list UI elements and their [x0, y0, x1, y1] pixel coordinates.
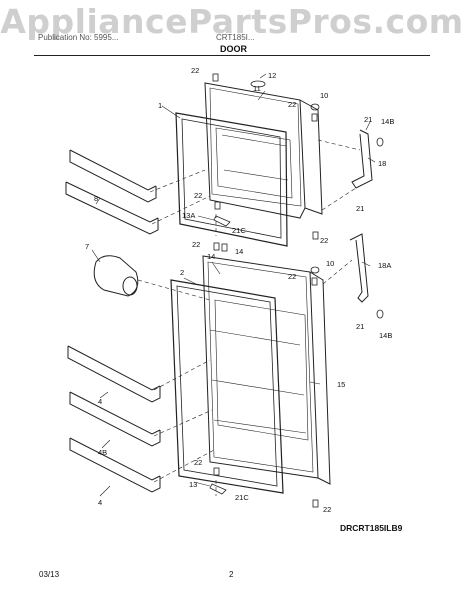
callout-21c: 21C	[235, 493, 249, 502]
callout-4b: 4B	[98, 448, 107, 457]
dairy-cover	[93, 255, 139, 297]
callout-22: 22	[191, 66, 199, 75]
callout-10: 10	[326, 259, 334, 268]
callout-18: 18	[378, 159, 386, 168]
callout-21c: 21C	[232, 226, 246, 235]
callout-18a: 18A	[378, 261, 391, 270]
hardware-parts	[209, 73, 384, 508]
callout-14: 14	[207, 252, 215, 261]
callout-14b: 14B	[379, 331, 392, 340]
callout-14: 14	[235, 247, 243, 256]
watermark: AppliancePartsPros.com	[0, 2, 464, 41]
callout-22: 22	[288, 272, 296, 281]
construction-lines	[137, 139, 361, 496]
header-publication: Publication No: 5995...	[38, 33, 119, 42]
freezer-door-panel	[204, 82, 323, 219]
callout-22: 22	[288, 100, 296, 109]
callout-1: 1	[158, 101, 162, 110]
page-number: 2	[229, 570, 234, 579]
callout-12: 12	[268, 71, 276, 80]
callout-15: 15	[337, 380, 345, 389]
fresh-food-door-gasket	[170, 279, 284, 494]
callout-13: 13	[189, 480, 197, 489]
callout-13a: 13A	[182, 211, 195, 220]
footer-date: 03/13	[39, 570, 60, 579]
callout-4: 4	[98, 397, 102, 406]
callout-21: 21	[364, 115, 372, 124]
callout-11: 11	[253, 84, 261, 93]
leader-lines	[91, 73, 376, 497]
header-rule	[34, 55, 430, 56]
callout-21: 21	[356, 322, 364, 331]
upper-hinge	[351, 129, 373, 189]
page-title: DOOR	[220, 44, 247, 54]
callout-22: 22	[320, 236, 328, 245]
callout-4: 4	[98, 498, 102, 507]
diagram-code: DRCRT185ILB9	[340, 523, 403, 533]
callout-7: 7	[85, 242, 89, 251]
callout-22: 22	[323, 505, 331, 514]
callout-22: 22	[194, 458, 202, 467]
callout-8: 8	[94, 194, 98, 203]
callout-14b: 14B	[381, 117, 394, 126]
freezer-door-shelves	[65, 149, 159, 235]
fresh-food-door-panel	[202, 255, 331, 485]
middle-hinge	[349, 233, 369, 303]
callout-21: 21	[356, 204, 364, 213]
callout-22: 22	[194, 191, 202, 200]
fresh-food-door-shelves	[67, 345, 161, 493]
callout-2: 2	[180, 268, 184, 277]
header-model: CRT185I...	[216, 33, 255, 42]
freezer-door-gasket	[175, 112, 288, 247]
callout-10: 10	[320, 91, 328, 100]
callout-labels: 22 12 11 10 22 1 21 14B 18 8 22 21 13A 2…	[85, 66, 394, 514]
callout-22: 22	[192, 240, 200, 249]
